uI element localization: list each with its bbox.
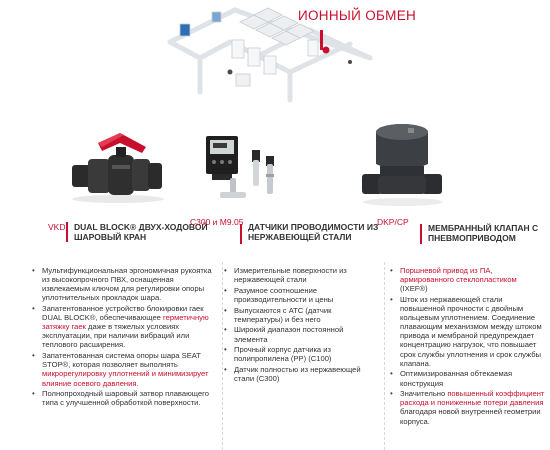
bullet-text: Полнопроходный шаровый затвор плавающего…	[42, 389, 210, 408]
bullet-icon: •	[32, 389, 35, 399]
column-heading-diaphragm: МЕМБРАННЫЙ КЛАПАН С ПНЕВМОПРИВОДОМ	[428, 223, 539, 243]
product-tag-dkp: DKP/CP	[377, 217, 409, 227]
bullet-text: (IXEF®)	[400, 284, 428, 294]
bullet-icon: •	[390, 266, 393, 275]
column-accent-line	[240, 224, 242, 244]
bullet-icon: •	[32, 266, 35, 275]
feature-bullet: • Разумное соотношение производительности…	[222, 286, 372, 304]
bullet-text: благодаря новой внутренней геометрии кор…	[400, 407, 541, 426]
column-divider	[384, 262, 385, 450]
highlight-text: повышенный коэффициент расхода и понижен…	[400, 389, 545, 408]
diaphragm-valve-image	[362, 124, 443, 206]
column-heading-sensors: ДАТЧИКИ ПРОВОДИМОСТИ ИЗ НЕРЖАВЕЮЩЕЙ СТАЛ…	[248, 222, 379, 242]
ball-valve-image	[72, 133, 164, 203]
feature-bullet: • Полнопроходный шаровый затвор плавающег…	[30, 389, 212, 407]
highlight-text: герметичную затяжку гаек	[42, 313, 209, 332]
product-tag-c300: C300 и M9.05	[190, 217, 244, 227]
feature-list-ball-valve: • Мультифункциональная эргономичная рукоя…	[30, 266, 212, 409]
feature-bullet: • Оптимизированная обтекаемая конструкция	[388, 369, 546, 387]
bullet-icon: •	[224, 285, 227, 295]
bullet-icon: •	[224, 365, 227, 375]
feature-bullet: • Датчик полностью из нержавеющей стали (…	[222, 365, 372, 383]
feature-bullet: • Запатентованное устройство блокировки г…	[30, 304, 212, 350]
feature-list-sensors: • Измерительные поверхности из нержавеюще…	[222, 266, 372, 385]
feature-list-diaphragm: • Поршневой привод из ПА, армированного с…	[388, 266, 546, 427]
bullet-text: Прочный корпус датчика из полипропилена …	[234, 345, 332, 364]
bullet-icon: •	[224, 305, 227, 315]
feature-bullet: • Шток из нержавеющей стали повышенной пр…	[388, 295, 546, 368]
highlight-text: микрорегулировку уплотнений и минимизиру…	[42, 369, 209, 388]
conductivity-sensor-image	[206, 136, 274, 198]
bullet-text: даже в тяжелых условиях эксплуатации, пр…	[42, 322, 190, 350]
feature-bullet: • Запатентованная система опоры шара SEAT…	[30, 351, 212, 387]
product-tag-vkd: VKD	[48, 222, 66, 232]
feature-bullet: • Измерительные поверхности из нержавеюще…	[222, 266, 372, 284]
bullet-text: Измерительные поверхности из нержавеющей…	[234, 266, 347, 285]
bullet-icon: •	[224, 345, 227, 355]
bullet-text: Запатентованная система опоры шара SEAT …	[42, 351, 201, 370]
bullet-icon: •	[224, 266, 227, 275]
feature-bullet: • Широкий диапазон постоянной элемента	[222, 325, 372, 343]
bullet-icon: •	[390, 389, 393, 399]
column-accent-line	[66, 222, 68, 242]
highlight-text: Поршневой привод из ПА, армированного ст…	[400, 266, 517, 285]
feature-bullet: • Выпускаются с АТС (датчик температуры) …	[222, 306, 372, 324]
bullet-text: Разумное соотношение производительности …	[234, 285, 334, 304]
feature-bullet: • Прочный корпус датчика из полипропилена…	[222, 345, 372, 363]
page-title: ИОННЫЙ ОБМЕН	[298, 8, 417, 23]
bullet-text: Значительно	[400, 389, 448, 399]
feature-bullet: • Значительно повышенный коэффициент расх…	[388, 389, 546, 425]
bullet-icon: •	[32, 304, 35, 314]
column-heading-ball-valve: DUAL BLOCK® ДВУХ-ХОДОВОЙ ШАРОВЫЙ КРАН	[74, 222, 208, 242]
bullet-text: Шток из нержавеющей стали повышенной про…	[400, 294, 542, 368]
feature-bullet: • Мультифункциональная эргономичная рукоя…	[30, 266, 212, 302]
bullet-text: Запатентованное устройство блокировки га…	[42, 304, 204, 323]
feature-bullet: • Поршневой привод из ПА, армированного с…	[388, 266, 546, 293]
bullet-text: Оптимизированная обтекаемая конструкция	[400, 369, 513, 388]
bullet-icon: •	[32, 351, 35, 361]
bullet-text: Широкий диапазон постоянной элемента	[234, 325, 344, 344]
bullet-text: Выпускаются с АТС (датчик температуры) и…	[234, 305, 332, 324]
bullet-text: Датчик полностью из нержавеющей стали (C…	[234, 365, 361, 384]
column-divider	[222, 262, 223, 450]
ion-exchange-diagram	[167, 7, 373, 103]
bullet-text: Мультифункциональная эргономичная рукоят…	[42, 266, 212, 303]
bullet-icon: •	[390, 294, 393, 304]
column-accent-line	[420, 224, 422, 244]
bullet-icon: •	[390, 369, 393, 379]
bullet-icon: •	[224, 325, 227, 335]
